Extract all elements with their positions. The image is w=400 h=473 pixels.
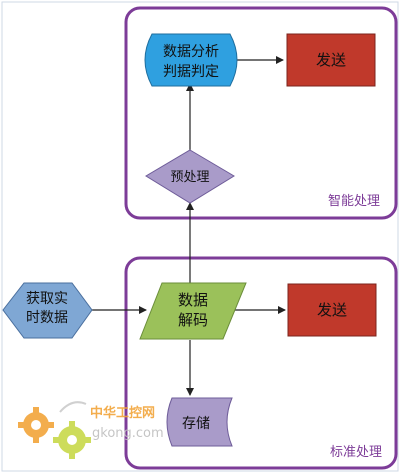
- node-preprocess-label: 预处理: [170, 170, 209, 185]
- watermark-brand: 中华工控网: [90, 405, 155, 421]
- watermark-url: gkong.com: [92, 426, 164, 441]
- node-acquire-line-1: 获取实: [26, 291, 68, 307]
- node-storage-label: 存储: [182, 416, 210, 432]
- node-decode-line-1: 数据: [178, 291, 208, 309]
- region-standard-processing: [124, 256, 398, 470]
- node-send-bottom-label: 发送: [317, 301, 347, 319]
- node-analyze-line-2: 判据判定: [163, 64, 219, 80]
- node-send-bottom: [287, 283, 377, 337]
- watermark-logo: 中华工控网 gkong.com: [18, 401, 164, 459]
- node-analyze-line-1: 数据分析: [163, 44, 219, 60]
- node-storage: [166, 397, 233, 447]
- node-analyze: [144, 33, 238, 87]
- node-preprocess: [145, 149, 235, 204]
- gear-icon-small: [53, 421, 91, 459]
- watermark-swoosh: [59, 401, 87, 413]
- node-send-top: [286, 33, 376, 87]
- gear-icon: [18, 407, 54, 443]
- region-smart-label: 智能处理: [328, 194, 380, 209]
- node-decode-line-2: 解码: [178, 311, 208, 329]
- node-decode: [139, 282, 247, 340]
- region-smart-processing: [124, 6, 398, 220]
- node-send-top-label: 发送: [316, 51, 346, 69]
- node-acquire-line-2: 时数据: [26, 310, 68, 326]
- node-acquire-data: [2, 282, 93, 339]
- region-standard-label: 标准处理: [330, 445, 382, 460]
